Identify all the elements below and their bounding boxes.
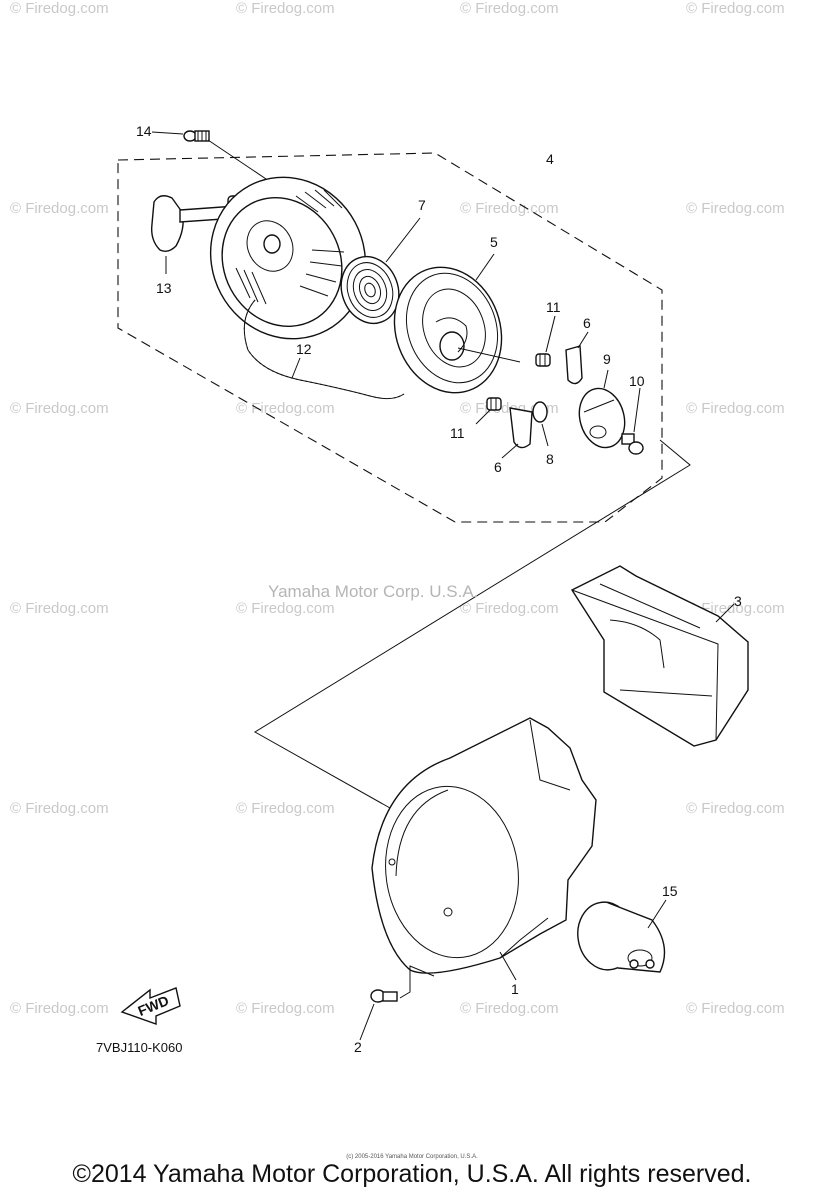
- part-15-starter-cup: [577, 901, 666, 973]
- callout-15: 15: [662, 883, 678, 899]
- reference-code: 7VBJ110-K060: [96, 1040, 183, 1055]
- watermark-text: © Firedog.com: [236, 400, 335, 417]
- watermark-text: © Firedog.com: [236, 0, 335, 17]
- watermark-text: © Firedog.com: [236, 600, 335, 617]
- part-10-bolt: [621, 433, 644, 455]
- tiny-copyright: (c) 2005-2016 Yamaha Motor Corporation, …: [346, 1154, 478, 1160]
- watermark-text: © Firedog.com: [10, 600, 109, 617]
- part-11-spring-lower: [486, 397, 502, 411]
- part-12-rope: [243, 299, 405, 400]
- watermark-text: © Firedog.com: [10, 200, 109, 217]
- watermark-text: © Firedog.com: [686, 800, 785, 817]
- watermark-text: © Firedog.com: [686, 400, 785, 417]
- callout-7: 7: [418, 197, 426, 213]
- callout-2: 2: [354, 1039, 362, 1055]
- copyright-footer: ©2014 Yamaha Motor Corporation, U.S.A. A…: [72, 1160, 752, 1188]
- part-8-clip-ring: [532, 401, 548, 423]
- part-6-ratchet-lower: [509, 407, 533, 449]
- part-4-starter-case: [209, 176, 367, 340]
- watermark-text: © Firedog.com: [460, 1000, 559, 1017]
- callout-11-upper: 11: [546, 299, 561, 315]
- watermark-text: © Firedog.com: [686, 200, 785, 217]
- watermark-text: © Firedog.com: [10, 1000, 109, 1017]
- part-2-bolt: [370, 989, 398, 1003]
- part-7-spiral-spring: [340, 255, 400, 325]
- watermark-text: © Firedog.com: [686, 0, 785, 17]
- fwd-arrow-icon: [120, 987, 181, 1025]
- part-5-pulley: [393, 266, 521, 394]
- callout-1: 1: [511, 981, 519, 997]
- callout-13: 13: [156, 280, 172, 296]
- callout-6-upper: 6: [583, 315, 591, 331]
- watermark-text: © Firedog.com: [10, 0, 109, 17]
- callout-5: 5: [490, 234, 498, 250]
- callout-3: 3: [734, 593, 742, 609]
- callout-14: 14: [136, 123, 152, 139]
- part-9-ratchet-guide: [578, 387, 626, 449]
- center-watermark: Yamaha Motor Corp. U.S.A.: [268, 582, 479, 601]
- part-3-cover: [570, 565, 749, 747]
- assembly-link-line: [254, 439, 691, 809]
- watermark-text: © Firedog.com: [460, 0, 559, 17]
- watermark-text: © Firedog.com: [686, 1000, 785, 1017]
- part-14-bolt: [183, 130, 210, 142]
- watermark-text: © Firedog.com: [10, 800, 109, 817]
- part-1-fan-shroud: [371, 717, 597, 974]
- watermark-text: © Firedog.com: [236, 800, 335, 817]
- callout-4: 4: [546, 151, 554, 167]
- watermark-text: © Firedog.com: [236, 1000, 335, 1017]
- callout-10: 10: [629, 373, 645, 389]
- callout-11-lower: 11: [450, 425, 465, 441]
- part-6-ratchet-upper: [565, 345, 583, 385]
- callout-8: 8: [546, 451, 554, 467]
- watermark-text: © Firedog.com: [10, 400, 109, 417]
- callout-12: 12: [296, 341, 312, 357]
- callout-6-lower: 6: [494, 459, 502, 475]
- watermark-text: © Firedog.com: [460, 600, 559, 617]
- part-11-spring-upper: [535, 353, 551, 367]
- callout-9: 9: [603, 351, 611, 367]
